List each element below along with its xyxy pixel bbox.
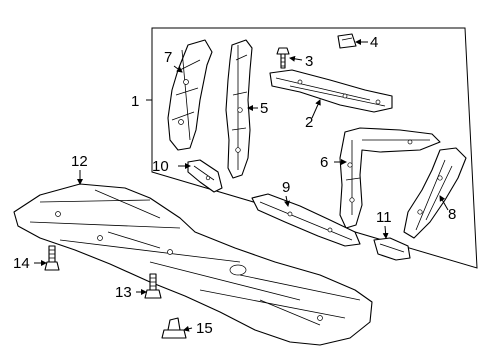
callout-8: 8 xyxy=(448,206,456,223)
part-5-bracket xyxy=(225,39,253,179)
callout-6: 6 xyxy=(320,154,328,171)
part-8-bracket xyxy=(403,147,467,239)
callout-9: 9 xyxy=(282,179,290,196)
callout-10: 10 xyxy=(152,158,169,175)
part-14-bolt xyxy=(44,245,60,271)
part-10-bracket xyxy=(187,159,223,193)
part-11-bracket xyxy=(373,237,411,261)
callout-12: 12 xyxy=(71,153,88,170)
assembly-group-box xyxy=(151,27,478,269)
callout-15: 15 xyxy=(196,320,213,337)
callout-13: 13 xyxy=(115,284,132,301)
leader-lines xyxy=(34,39,449,332)
callout-5: 5 xyxy=(260,100,268,117)
callout-3: 3 xyxy=(305,53,313,70)
part-4-clip xyxy=(337,33,357,49)
part-15-clip xyxy=(161,317,187,339)
callout-4: 4 xyxy=(370,34,378,51)
part-7-support xyxy=(167,39,213,151)
callout-1: 1 xyxy=(131,93,139,110)
part-12-under-cover xyxy=(13,183,373,346)
part-3-bolt xyxy=(276,47,290,69)
callout-2: 2 xyxy=(305,114,313,131)
part-2-crossmember xyxy=(269,69,393,113)
callout-7: 7 xyxy=(164,49,172,66)
part-13-bolt xyxy=(144,273,162,299)
callout-14: 14 xyxy=(13,255,30,272)
part-6-support xyxy=(339,127,441,229)
callout-11: 11 xyxy=(376,209,392,226)
